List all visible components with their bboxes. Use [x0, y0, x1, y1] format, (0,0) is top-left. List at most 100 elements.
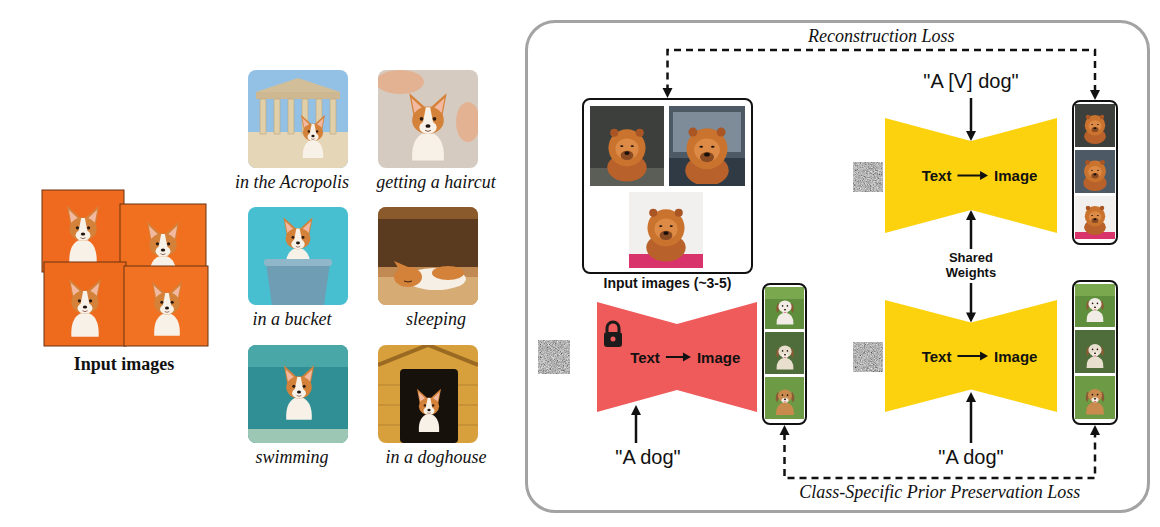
flow-arrow: [957, 355, 981, 357]
arrow-head: [1090, 425, 1100, 435]
sample-tile-part-part: [378, 345, 478, 365]
sample-tile-part: [378, 207, 478, 305]
sample-tile-part-part: [378, 207, 478, 305]
input-photo-stack-part: [44, 262, 126, 346]
output-thumbnail-part: [1075, 330, 1115, 373]
output-thumbnail-part: [765, 377, 804, 419]
sample-tile-part-part: [248, 345, 348, 367]
arrow-head: [663, 88, 673, 98]
edge-label: Class-Specific Prior Preservation Loss: [796, 482, 1083, 503]
input-photo-part: [685, 128, 729, 186]
network-bowtie: Text Image: [597, 302, 757, 412]
sample-tile-part-part: [378, 70, 424, 94]
output-thumbnail-part: [776, 389, 795, 415]
output-thumbnail-part: [1086, 389, 1105, 415]
network-label: Text: [630, 349, 660, 366]
arrow-head: [966, 210, 976, 220]
sample-caption: in a doghouse: [386, 447, 487, 468]
sample-caption: in a bucket: [253, 309, 332, 330]
output-thumbnail-part: [765, 287, 804, 329]
sample-tile-part-part: [256, 78, 340, 92]
arrow-head: [1090, 90, 1100, 100]
image-box: Input images (~3-5): [582, 98, 753, 274]
image-box: [1072, 280, 1118, 425]
input-photo-stack-part-part: [44, 262, 126, 346]
sample-tile-part-part: [404, 281, 412, 282]
output-thumbnail-part: [1075, 284, 1115, 327]
prompt-arrow-part: [970, 400, 973, 443]
sample-tile-part-part: [330, 99, 336, 134]
noise-square: [853, 162, 883, 192]
sample-tile-part-part: [394, 261, 408, 271]
output-thumbnail-part: [1086, 344, 1103, 368]
sample-tile-part: [378, 345, 478, 443]
input-photo-part: [607, 129, 646, 182]
sample-tile: [378, 345, 478, 443]
sample-tile-part-part: [256, 92, 340, 99]
input-photo-stack-part-part: [124, 266, 208, 346]
output-thumbnail-part: [1075, 376, 1115, 419]
prompt-arrow: [966, 98, 976, 141]
sample-tile: [248, 345, 348, 443]
lock-icon: [604, 322, 622, 347]
sample-tile-part-part: [409, 93, 446, 161]
output-thumbnail-part: [1083, 160, 1106, 191]
output-thumbnail: [1075, 284, 1115, 419]
network-body: [885, 118, 1057, 233]
connector-line: [668, 50, 1096, 92]
network-label: Image: [994, 167, 1037, 184]
sample-tile-part: [378, 70, 478, 168]
sample-tile-part-part: [394, 267, 422, 287]
edge-label: Shared Weights: [940, 249, 1002, 283]
sample-tile: [376, 70, 480, 168]
network-label: Image: [994, 348, 1037, 365]
output-thumbnail-part: [1084, 206, 1106, 235]
text-prompt: "A dog": [615, 446, 680, 469]
sample-caption: getting a haircut: [376, 172, 495, 193]
output-thumbnail-part: [765, 332, 804, 374]
sample-tile-part: [248, 70, 348, 168]
input-photo-part: [629, 192, 703, 268]
flow-arrow: [666, 356, 684, 358]
prompt-arrow-part: [966, 131, 976, 141]
box-caption: Input images (~3-5): [604, 275, 732, 291]
input-photo-stack-part: [124, 266, 208, 346]
panel-frame: Input images (~3-5)TextImageTextImageTex…: [525, 20, 1150, 513]
prompt-arrow-part: [631, 405, 641, 415]
network-label: Image: [697, 349, 740, 366]
sample-tile-part-part: [400, 369, 458, 443]
sample-tile-part-part: [264, 259, 332, 266]
sample-caption: in the Acropolis: [235, 172, 349, 193]
output-thumbnail-part: [776, 346, 793, 370]
sample-tile-part-part: [274, 99, 280, 134]
sample-tile-part-part: [260, 99, 266, 134]
sample-tile-part-part: [248, 207, 348, 305]
connector-line: [785, 433, 1096, 478]
prompt-arrow: [966, 392, 976, 443]
sample-tile-part-part: [417, 389, 441, 432]
sample-tile-part-part: [248, 429, 348, 443]
figure-caption: Input images: [74, 354, 175, 375]
output-thumbnail-part: [1075, 150, 1115, 193]
input-photo-stack-part: [42, 190, 124, 272]
output-thumbnail-part: [1075, 196, 1115, 239]
output-thumbnail-part: [1075, 284, 1115, 296]
sample-tile-part-part: [248, 132, 348, 168]
network-label: Text: [922, 348, 952, 365]
output-thumbnail: [1075, 104, 1115, 239]
prompt-arrow-part: [970, 98, 973, 133]
flow-arrow: [957, 175, 981, 177]
sample-caption: swimming: [255, 447, 328, 468]
input-photo: [590, 106, 664, 186]
loss-connector: [780, 425, 1101, 478]
sample-tile-part: [248, 345, 348, 443]
input-photo-stack-part-part: [152, 281, 182, 336]
sample-tile-part-part: [378, 207, 478, 219]
sample-tile-part-part: [284, 365, 314, 420]
network-bowtie: TextImage: [885, 118, 1057, 233]
noise-square: [853, 342, 883, 372]
sample-caption: sleeping: [406, 309, 466, 330]
edge-label: Reconstruction Loss: [805, 26, 958, 47]
